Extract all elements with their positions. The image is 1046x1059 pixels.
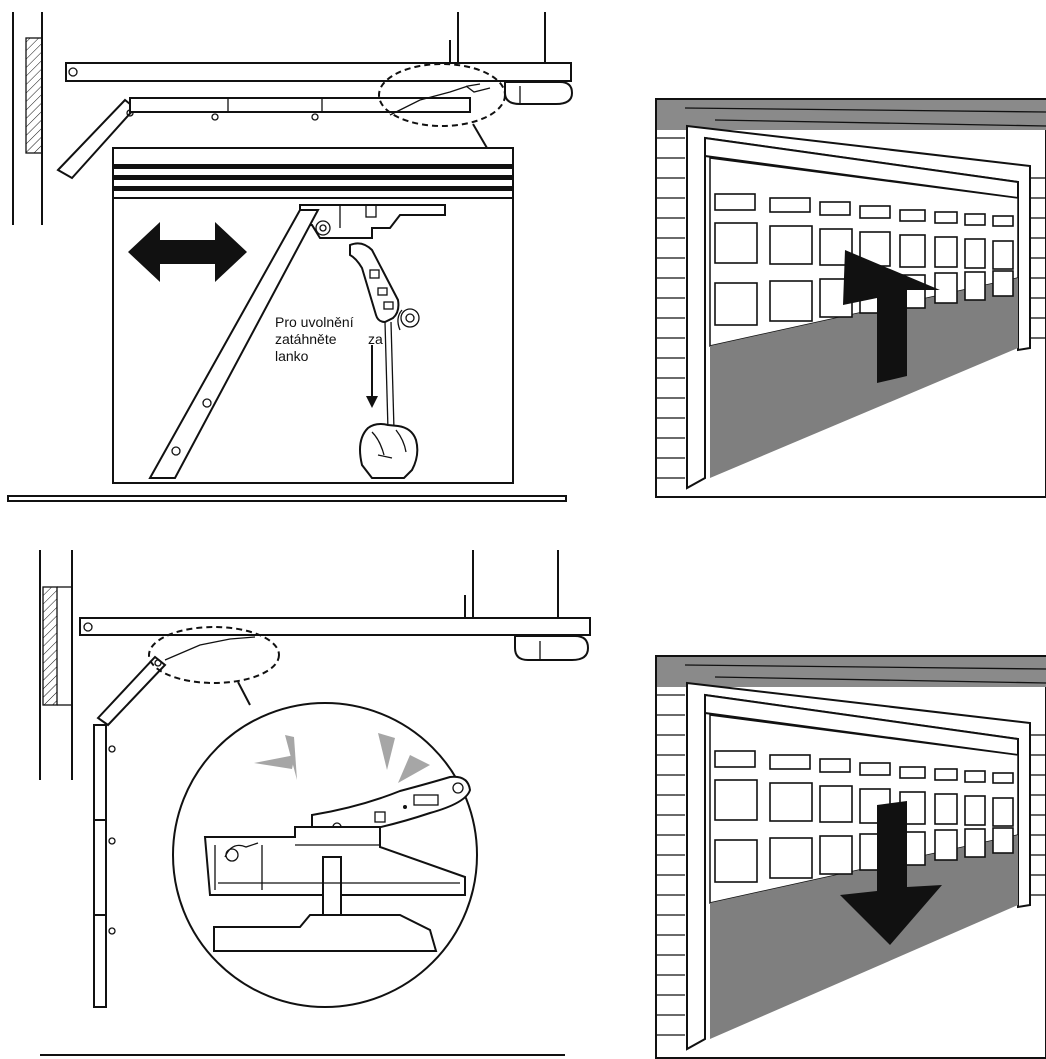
release-diagram: Pro uvolnění zatáhněte za lanko — [7, 12, 574, 502]
arrow-down-icon — [840, 801, 942, 945]
release-instruction-line1: Pro uvolnění — [275, 314, 354, 330]
door-close-panel — [655, 655, 1046, 1059]
garage-door-opening — [655, 98, 1046, 498]
snap-mark-left — [254, 755, 295, 769]
motor-unit — [504, 81, 574, 105]
siding — [657, 657, 1046, 1036]
reengage-diagram-panel — [0, 545, 600, 1059]
double-arrow-horizontal-icon — [128, 222, 247, 282]
wall — [12, 12, 43, 225]
ceiling-mount — [449, 12, 546, 62]
detail-callout — [378, 63, 506, 127]
snap-mark-right — [378, 733, 395, 770]
arrow-up-icon — [843, 250, 940, 383]
detail-box — [112, 147, 514, 484]
detail-callout — [148, 626, 280, 684]
trolley-engaged — [203, 775, 472, 952]
door-top-section — [129, 97, 471, 113]
release-diagram-panel: Pro uvolnění zatáhněte za lanko — [0, 0, 600, 520]
door-open-panel — [655, 98, 1046, 498]
garage-door-closing — [655, 655, 1046, 1059]
hand-pulling-cord-icon — [359, 423, 419, 479]
floor — [7, 495, 567, 502]
siding — [657, 100, 1046, 479]
opener-rail — [65, 62, 572, 82]
release-instruction-line2: zatáhněte — [275, 331, 337, 347]
reengage-diagram — [39, 550, 591, 1056]
snap-mark-right-2 — [398, 755, 430, 783]
motor-unit — [514, 635, 590, 661]
wall — [39, 550, 73, 780]
snap-mark-left-2 — [285, 735, 297, 780]
release-instruction-line3: lanko — [275, 348, 309, 364]
release-instruction-line2b: za — [368, 331, 383, 347]
